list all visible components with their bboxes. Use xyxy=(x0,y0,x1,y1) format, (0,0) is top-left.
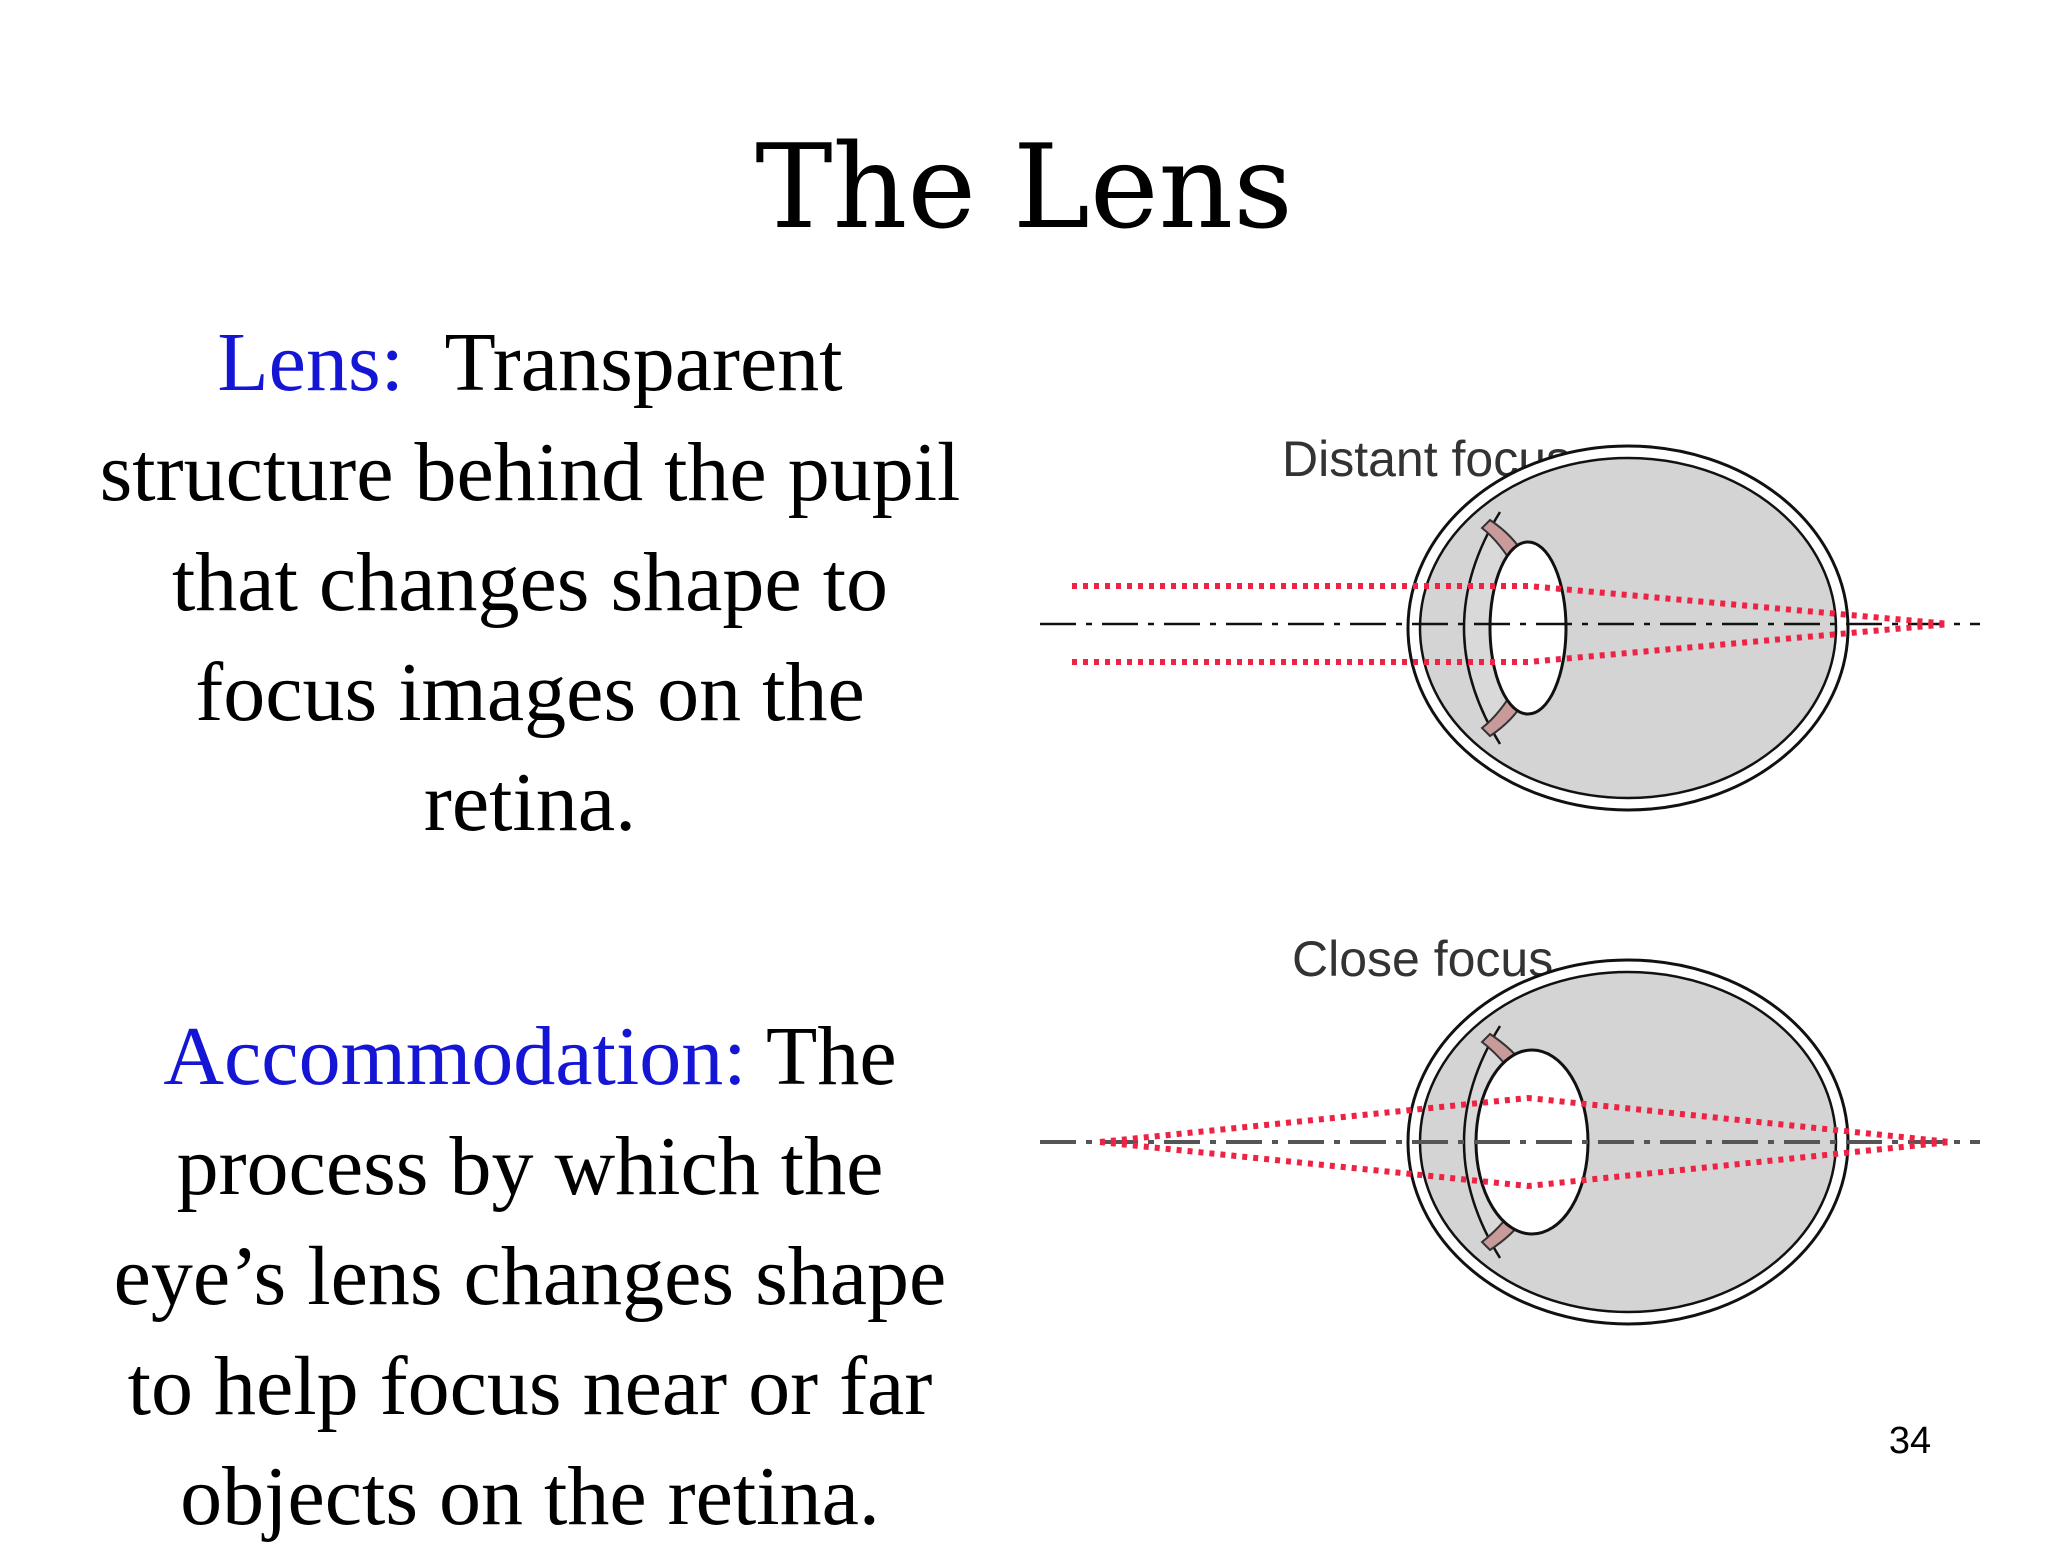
light-rays-icon xyxy=(1072,583,1951,665)
eye-focus-diagrams: Distant focus Close focus xyxy=(1040,431,1980,1326)
lens-definition: Lens: Transparent structure behind the p… xyxy=(80,308,980,858)
accommodation-term: Accommodation: xyxy=(163,1010,747,1103)
cornea-icon xyxy=(1462,511,1502,745)
light-rays-icon xyxy=(1099,1094,1951,1190)
distant-focus-diagram: Distant focus xyxy=(1040,431,1980,812)
slide-title: The Lens xyxy=(755,120,1293,255)
page-number: 34 xyxy=(1888,1420,1932,1462)
lens-icon xyxy=(1488,540,1568,716)
close-focus-label: Close focus xyxy=(1292,931,1553,987)
accommodation-definition-text: The process by which the eye’s lens chan… xyxy=(113,1010,947,1543)
close-focus-diagram: Close focus xyxy=(1040,931,1980,1326)
accommodation-definition: Accommodation: The process by which the … xyxy=(80,1002,980,1552)
lens-term: Lens: xyxy=(217,316,404,409)
lens-definition-text: Transparent structure behind the pupil t… xyxy=(99,316,961,849)
